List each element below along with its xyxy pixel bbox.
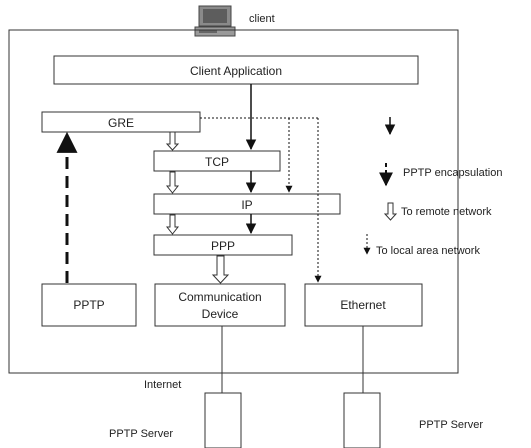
hollow-arrow-ip-to-ppp <box>165 214 180 235</box>
hollow-arrow-ppp-to-device <box>211 255 230 284</box>
ppp-box <box>153 234 293 256</box>
tcp-label: TCP <box>205 155 229 169</box>
pptp-server-right-box <box>343 392 381 448</box>
ip-label: IP <box>241 198 252 212</box>
pptp-box <box>41 283 137 327</box>
gre-label: GRE <box>108 116 134 130</box>
ethernet-label: Ethernet <box>340 298 386 312</box>
client-application-box <box>53 55 419 85</box>
pptp-label: PPTP <box>73 298 104 312</box>
internet-label: Internet <box>144 379 181 391</box>
ppp-label: PPP <box>211 239 235 253</box>
legend-remote-network: To remote network <box>401 206 492 218</box>
communication-device-label-line1: Communication <box>178 290 261 304</box>
ethernet-box <box>304 283 423 327</box>
computer-icon <box>194 5 236 37</box>
hollow-arrow-tcp-to-ip <box>165 171 180 194</box>
pptp-server-left-label: PPTP Server <box>109 428 173 440</box>
communication-device-box <box>154 283 286 327</box>
legend-hollow-arrow <box>383 202 398 221</box>
hollow-arrow-gre-to-tcp <box>165 131 180 151</box>
communication-device-label-line2: Device <box>202 307 239 321</box>
legend: PPTP encapsulation To remote network To … <box>363 117 502 257</box>
client-application-label: Client Application <box>190 64 282 78</box>
ip-box <box>153 193 341 215</box>
client-boundary <box>8 29 459 374</box>
pptp-server-right-label: PPTP Server <box>419 419 483 431</box>
legend-local-area-network: To local area network <box>376 245 480 257</box>
legend-pptp-encapsulation: PPTP encapsulation <box>403 167 502 179</box>
pptp-server-left-box <box>204 392 242 448</box>
client-label: client <box>249 13 275 25</box>
gre-box <box>41 111 201 133</box>
tcp-box <box>153 150 281 172</box>
